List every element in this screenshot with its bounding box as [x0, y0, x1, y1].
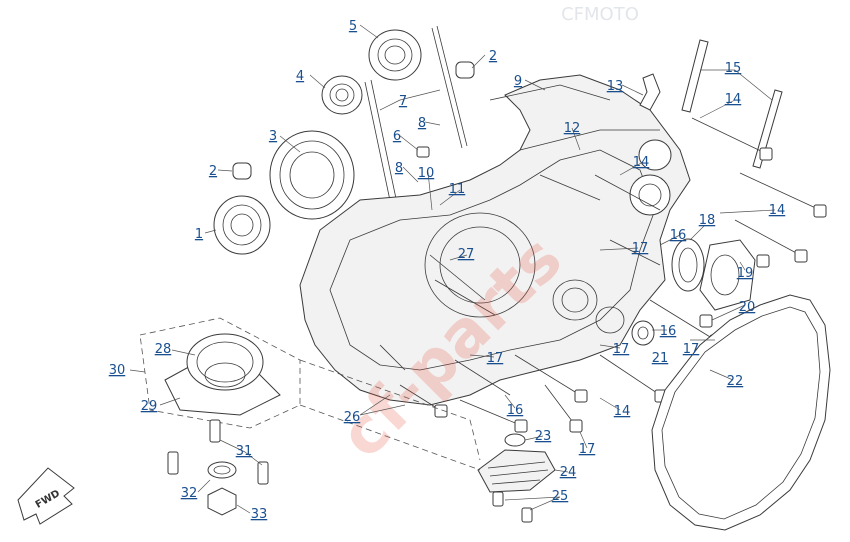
callout-17[interactable]: 17: [683, 342, 700, 357]
callout-14[interactable]: 14: [614, 404, 631, 419]
callout-22[interactable]: 22: [727, 374, 744, 389]
callout-13[interactable]: 13: [607, 79, 624, 94]
callout-14[interactable]: 14: [633, 155, 650, 170]
leader-lines: [129, 24, 776, 514]
oil-seal-18: [671, 238, 705, 292]
screw-20: [699, 254, 770, 328]
bearing-4: [321, 75, 363, 115]
callout-labels: 5 2 4 9 7 13 15 14 3 6 8 12 2 8 10 14 11…: [109, 19, 786, 522]
callout-8[interactable]: 8: [395, 161, 403, 176]
callout-7[interactable]: 7: [399, 94, 407, 109]
screw-25: [492, 491, 533, 523]
callout-17[interactable]: 17: [613, 342, 630, 357]
callout-9[interactable]: 9: [514, 74, 522, 89]
callout-32[interactable]: 32: [181, 486, 198, 501]
stud-bolt-7: [364, 25, 468, 211]
callout-25[interactable]: 25: [552, 489, 569, 504]
crankcase-left-half: [299, 74, 691, 406]
callout-31[interactable]: 31: [236, 444, 253, 459]
bearing-5: [368, 29, 422, 81]
callout-21[interactable]: 21: [652, 351, 669, 366]
filter-cover-assembly: [139, 317, 301, 429]
callout-24[interactable]: 24: [560, 465, 577, 480]
breather-fitting-13: [639, 73, 661, 111]
callout-20[interactable]: 20: [739, 300, 756, 315]
gasket-22: [651, 294, 831, 531]
callout-14[interactable]: 14: [769, 203, 786, 218]
callout-4[interactable]: 4: [296, 69, 304, 84]
callout-15[interactable]: 15: [725, 61, 742, 76]
callout-10[interactable]: 10: [418, 166, 435, 181]
dowel-pin-2b: [232, 162, 252, 180]
callout-29[interactable]: 29: [141, 399, 158, 414]
callout-11[interactable]: 11: [449, 182, 466, 197]
pin-6: [416, 146, 430, 158]
bearing-1: [213, 195, 271, 255]
callout-28[interactable]: 28: [155, 342, 172, 357]
callout-27[interactable]: 27: [458, 247, 475, 262]
callout-14[interactable]: 14: [725, 92, 742, 107]
bearing-3: [269, 130, 355, 220]
callout-16[interactable]: 16: [670, 228, 687, 243]
header-watermark: CFMOTO: [561, 4, 639, 25]
callout-6[interactable]: 6: [393, 129, 401, 144]
callout-30[interactable]: 30: [109, 363, 126, 378]
callout-2[interactable]: 2: [489, 49, 497, 64]
callout-19[interactable]: 19: [737, 266, 754, 281]
washer-21: [631, 320, 655, 346]
callout-2[interactable]: 2: [209, 164, 217, 179]
oil-strainer-24: [477, 449, 556, 493]
callout-16[interactable]: 16: [507, 403, 524, 418]
dowel-pin-2a: [455, 61, 475, 79]
o-ring-23: [504, 433, 526, 447]
callout-1[interactable]: 1: [195, 227, 203, 242]
callout-3[interactable]: 3: [269, 129, 277, 144]
callout-23[interactable]: 23: [535, 429, 552, 444]
callout-26[interactable]: 26: [344, 410, 361, 425]
forward-arrow-icon: FWD: [17, 467, 75, 525]
callout-18[interactable]: 18: [699, 213, 716, 228]
callout-17[interactable]: 17: [487, 351, 504, 366]
callout-8[interactable]: 8: [418, 116, 426, 131]
callout-16[interactable]: 16: [660, 324, 677, 339]
callout-5[interactable]: 5: [349, 19, 357, 34]
callout-33[interactable]: 33: [251, 507, 268, 522]
callout-17[interactable]: 17: [632, 241, 649, 256]
drain-bolt-group: [167, 419, 269, 516]
callout-17[interactable]: 17: [579, 442, 596, 457]
callout-12[interactable]: 12: [564, 121, 581, 136]
retainer-plate-19: [699, 239, 756, 311]
